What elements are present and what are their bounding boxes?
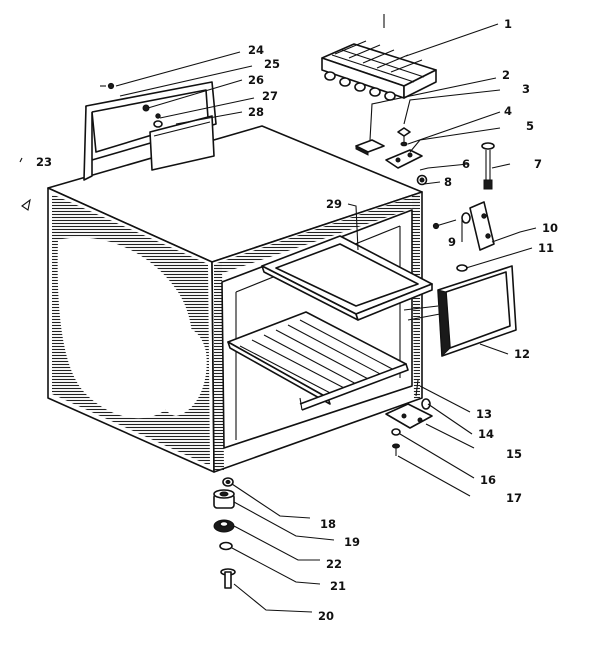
callout-5: 5 [526,119,534,133]
door-panel [19,81,217,211]
callout-23: 23 [36,155,52,169]
evaporator-panel [403,265,517,358]
hinge-parts [355,127,495,272]
callout-22: 22 [326,557,342,571]
callout-10: 10 [542,221,558,235]
wire-rack [227,311,409,411]
leader-lines [115,23,537,613]
callout-20: 20 [318,609,334,623]
callout-16: 16 [480,473,496,487]
callout-4: 4 [504,104,512,118]
ice-tray [321,14,437,101]
callout-7: 7 [534,157,542,171]
callout-11: 11 [538,241,554,255]
callout-21: 21 [330,579,346,593]
callout-3: 3 [522,82,530,96]
callout-19: 19 [344,535,360,549]
callout-29: 29 [326,197,342,211]
callout-25: 25 [264,57,280,71]
callout-26: 26 [248,73,264,87]
callout-14: 14 [478,427,494,441]
callout-24: 24 [248,43,264,57]
callout-1: 1 [504,17,512,31]
foot-parts [213,477,236,589]
callout-13: 13 [476,407,492,421]
callout-labels: 1 2 3 4 5 6 7 8 9 10 11 12 13 14 15 16 1… [36,17,558,623]
shelf [261,235,433,321]
drain-parts [385,379,433,456]
callout-9: 9 [448,235,456,249]
callout-12: 12 [514,347,530,361]
callout-18: 18 [320,517,336,531]
callout-2: 2 [502,68,510,82]
callout-28: 28 [248,105,264,119]
callout-6: 6 [462,157,470,171]
callout-8: 8 [444,175,452,189]
callout-15: 15 [506,447,522,461]
callout-27: 27 [262,89,278,103]
callout-17: 17 [506,491,522,505]
